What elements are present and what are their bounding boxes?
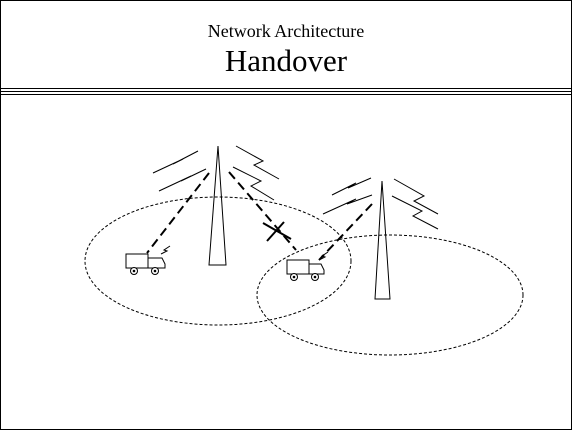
radio-wave-right-upper-2: [232, 166, 275, 201]
base-station-left: [152, 145, 280, 266]
coverage-cell-left: [84, 196, 352, 326]
radio-wave-right-tower-left-2: [322, 194, 373, 215]
vehicle-left-cab: [147, 257, 166, 269]
new-link-right: [318, 203, 373, 261]
vehicle-center-body: [286, 259, 310, 275]
tower-left-mast: [208, 145, 227, 266]
radio-wave-right-upper-1: [235, 145, 280, 180]
vehicle-left-antenna: [160, 245, 171, 255]
slide-header: Network Architecture Handover: [1, 1, 571, 89]
dropped-link: [228, 171, 297, 251]
radio-wave-right-tower-left-1: [331, 177, 372, 196]
mobile-vehicle-left: [125, 245, 171, 275]
radio-wave-right-tower-right-2: [391, 195, 439, 230]
header-rule-bottom: [1, 94, 571, 95]
mobile-vehicle-center: [286, 251, 329, 281]
vehicle-center-antenna: [318, 251, 329, 261]
base-station-right: [322, 177, 439, 300]
vehicle-center-cab: [308, 263, 325, 275]
tower-right-mast: [374, 180, 391, 300]
slide-title: Handover: [224, 43, 348, 78]
radio-wave-left-upper-2: [158, 168, 207, 192]
radio-wave-right-tower-right-1: [393, 178, 439, 215]
coverage-cell-right: [256, 234, 524, 356]
active-link-left: [146, 172, 210, 254]
slide-subtitle: Network Architecture: [207, 21, 365, 41]
header-rule-top: [1, 88, 571, 89]
radio-wave-left-upper-1: [152, 150, 199, 174]
vehicle-left-body: [125, 253, 149, 269]
header-rule-middle: [1, 91, 571, 92]
dropped-link-cross-mark: [262, 221, 292, 242]
